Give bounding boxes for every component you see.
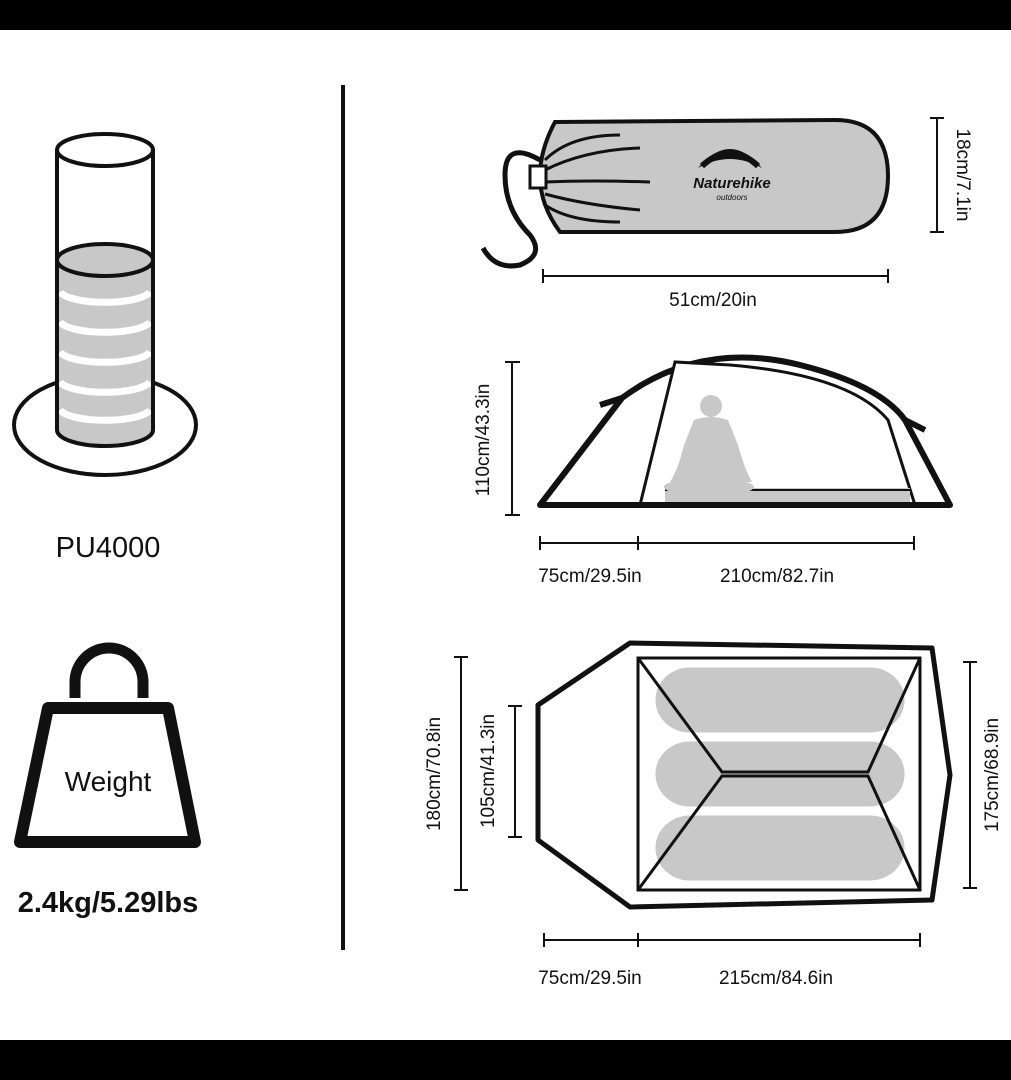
- side-inner-label: 210cm/82.7in: [720, 566, 834, 587]
- top-vestibule-label: 75cm/29.5in: [538, 968, 642, 989]
- top-black-bar: [0, 0, 1011, 30]
- side-vestibule-label: 75cm/29.5in: [538, 566, 642, 587]
- packed-length-dimension: [542, 269, 889, 283]
- waterproof-column-icon: [12, 132, 198, 477]
- weight-value: 2.4kg/5.29lbs: [18, 887, 199, 919]
- top-length-dimension: [543, 933, 921, 947]
- top-outer-width-label: 180cm/70.8in: [424, 717, 445, 831]
- top-inner-label: 215cm/84.6in: [719, 968, 833, 989]
- tent-top-view: [535, 640, 953, 910]
- weight-icon-label: Weight: [65, 766, 152, 797]
- packed-height-label: 18cm/7.1in: [952, 129, 973, 222]
- weight-icon: [14, 642, 201, 848]
- top-vestibule-width-label: 105cm/41.3in: [478, 714, 499, 828]
- bottom-black-bar: [0, 1040, 1011, 1080]
- brand-name: Naturehike: [693, 175, 771, 192]
- side-height-label: 110cm/43.3in: [473, 384, 494, 497]
- side-height-dimension: [505, 361, 520, 516]
- brand-tag: outdoors: [716, 193, 747, 202]
- material-label: PU4000: [56, 532, 161, 564]
- packed-length-label: 51cm/20in: [669, 290, 757, 311]
- top-inner-width-label: 175cm/68.9in: [982, 718, 1003, 832]
- naturehike-logo: Naturehike outdoors: [693, 149, 771, 202]
- seated-person-icon: [664, 395, 754, 496]
- packed-bag-illustration: [480, 117, 891, 269]
- top-inner-width-dimension: [963, 661, 977, 889]
- top-outer-width-dimension: [454, 656, 468, 891]
- top-vestibule-width-dimension: [508, 705, 522, 838]
- packed-height-dimension: [930, 117, 944, 233]
- side-length-dimension: [539, 536, 915, 550]
